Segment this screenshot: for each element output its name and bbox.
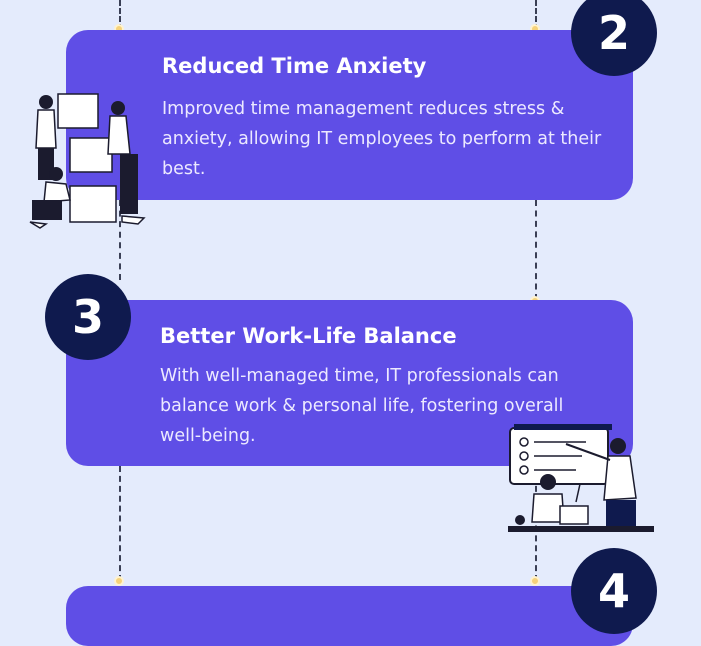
step-number-badge: 4: [571, 548, 657, 634]
timeline-line-left-bottom: [119, 466, 121, 581]
timeline-dot: [114, 576, 124, 586]
timeline-dot: [530, 576, 540, 586]
step-description: With well-managed time, IT professionals…: [160, 366, 564, 446]
timeline-line-right-mid: [535, 200, 537, 300]
step-card-2: Reduced Time Anxiety Improved time manag…: [66, 30, 633, 200]
team-meeting-checklist-illustration: [508, 424, 654, 532]
step-title: Better Work-Life Balance: [160, 324, 457, 348]
timeline-line-right-top: [535, 0, 537, 30]
timeline-line-right-bottom: [535, 466, 537, 581]
step-title: Reduced Time Anxiety: [162, 54, 427, 78]
people-stacking-boxes-illustration: [29, 93, 146, 229]
step-number-badge: 3: [45, 274, 131, 360]
step-description: Improved time management reduces stress …: [162, 99, 602, 179]
step-number-badge: 2: [571, 0, 657, 76]
timeline-line-left-mid: [119, 200, 121, 280]
timeline-line-left-top: [119, 0, 121, 30]
step-card-4: [66, 586, 633, 646]
